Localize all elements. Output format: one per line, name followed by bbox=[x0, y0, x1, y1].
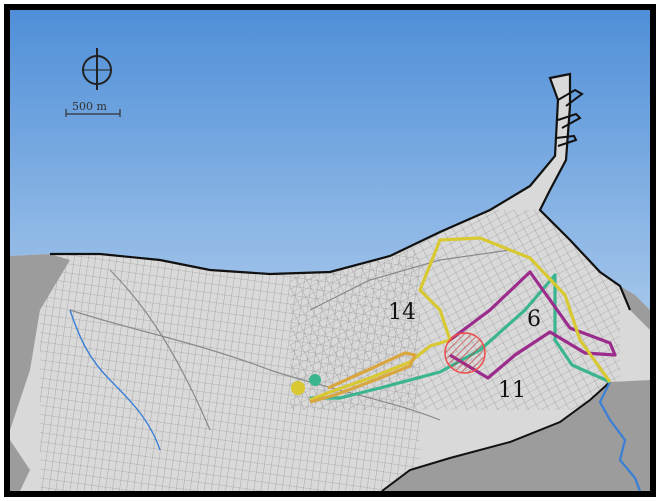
compass-rose-icon bbox=[82, 48, 112, 90]
terminal-stop-green[interactable] bbox=[309, 374, 321, 386]
route-14-line[interactable] bbox=[309, 236, 612, 402]
route-label-11: 11 bbox=[498, 378, 526, 403]
scale-bar: 500 m bbox=[65, 100, 121, 117]
coastline-south bbox=[381, 381, 611, 491]
terminal-stop-yellow[interactable] bbox=[291, 381, 305, 395]
mountain-area-top-right bbox=[620, 286, 650, 330]
route-6-line[interactable] bbox=[449, 270, 617, 380]
route-orange-line[interactable] bbox=[309, 351, 417, 404]
coastline bbox=[50, 72, 632, 311]
map-frame: 500 m 14 6 11 bbox=[4, 4, 656, 497]
mountain-area-left-lower bbox=[10, 440, 30, 491]
route-label-6: 6 bbox=[527, 307, 541, 332]
scale-label: 500 m bbox=[72, 100, 107, 113]
mountain-area-right bbox=[382, 380, 650, 491]
street-network bbox=[40, 210, 620, 491]
pier bbox=[555, 88, 584, 147]
route-label-14: 14 bbox=[388, 300, 416, 325]
mountain-area-left bbox=[10, 254, 70, 430]
river bbox=[598, 381, 642, 491]
river-secondary bbox=[69, 309, 161, 451]
city-map[interactable]: 500 m bbox=[10, 10, 650, 491]
city-center-marker[interactable] bbox=[444, 332, 486, 374]
